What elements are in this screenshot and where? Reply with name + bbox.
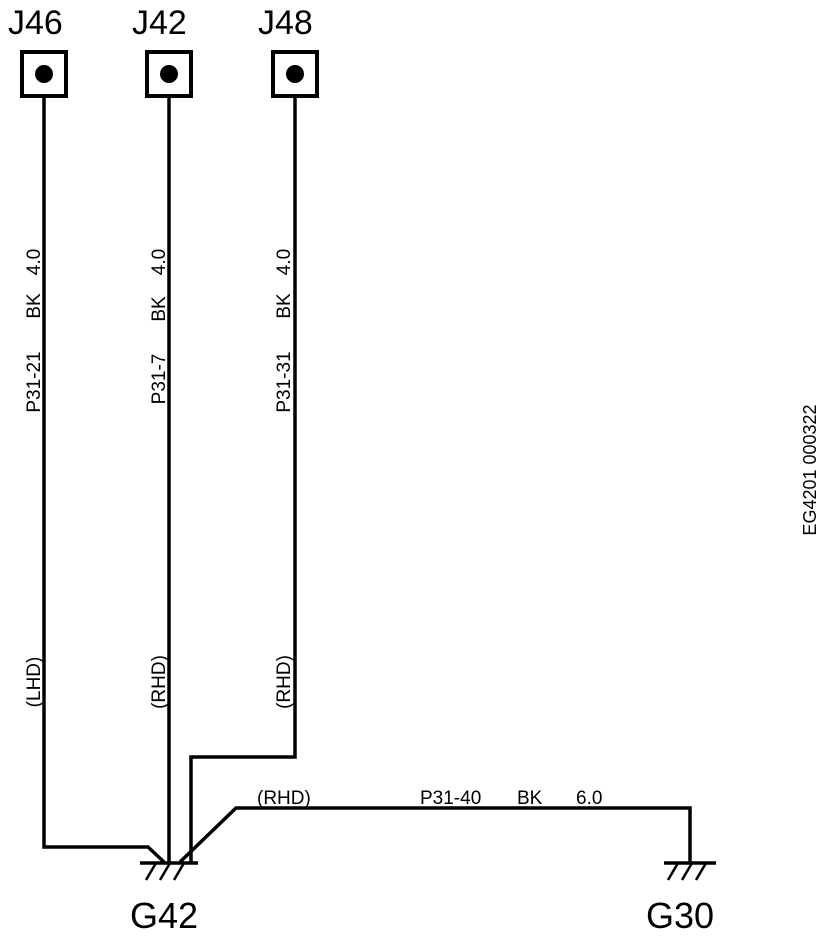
wire-j46[interactable] (42, 96, 166, 864)
connector-j48-label: J48 (258, 4, 313, 42)
wire-g30-color: BK (517, 788, 543, 809)
wire-g30-size: 6.0 (576, 788, 602, 809)
ground-g30-symbol[interactable] (664, 861, 716, 881)
wire-j46-size: 4.0 (24, 249, 45, 275)
ground-g42-label: G42 (130, 895, 198, 936)
wire-g30-variant: (RHD) (257, 788, 311, 809)
wire-j46-color: BK (24, 293, 45, 319)
connector-j46-label: J46 (8, 4, 63, 42)
ground-g42-symbol[interactable] (140, 861, 198, 881)
wire-j42-circuit: P31-7 (149, 354, 170, 405)
wire-j46-circuit: P31-21 (24, 351, 45, 412)
wire-j42-color: BK (149, 296, 170, 322)
wire-j42-size: 4.0 (149, 249, 170, 275)
wire-j48-variant: (RHD) (274, 655, 295, 709)
ground-g30-label: G30 (646, 895, 714, 936)
wire-j48-size: 4.0 (274, 249, 295, 275)
wire-j48-color: BK (274, 293, 295, 319)
wire-j48[interactable] (189, 96, 297, 862)
wire-g30[interactable] (178, 806, 692, 864)
connector-j42-label: J42 (132, 4, 187, 42)
connector-j46[interactable] (20, 50, 68, 98)
wire-j46-variant: (LHD) (24, 657, 45, 708)
wire-j48-circuit: P31-31 (274, 351, 295, 412)
connector-j48[interactable] (271, 50, 319, 98)
document-code: EG4201 000322 (800, 404, 820, 535)
wire-j42-variant: (RHD) (149, 655, 170, 709)
wire-g30-circuit: P31-40 (420, 788, 481, 809)
connector-j42[interactable] (145, 50, 193, 98)
